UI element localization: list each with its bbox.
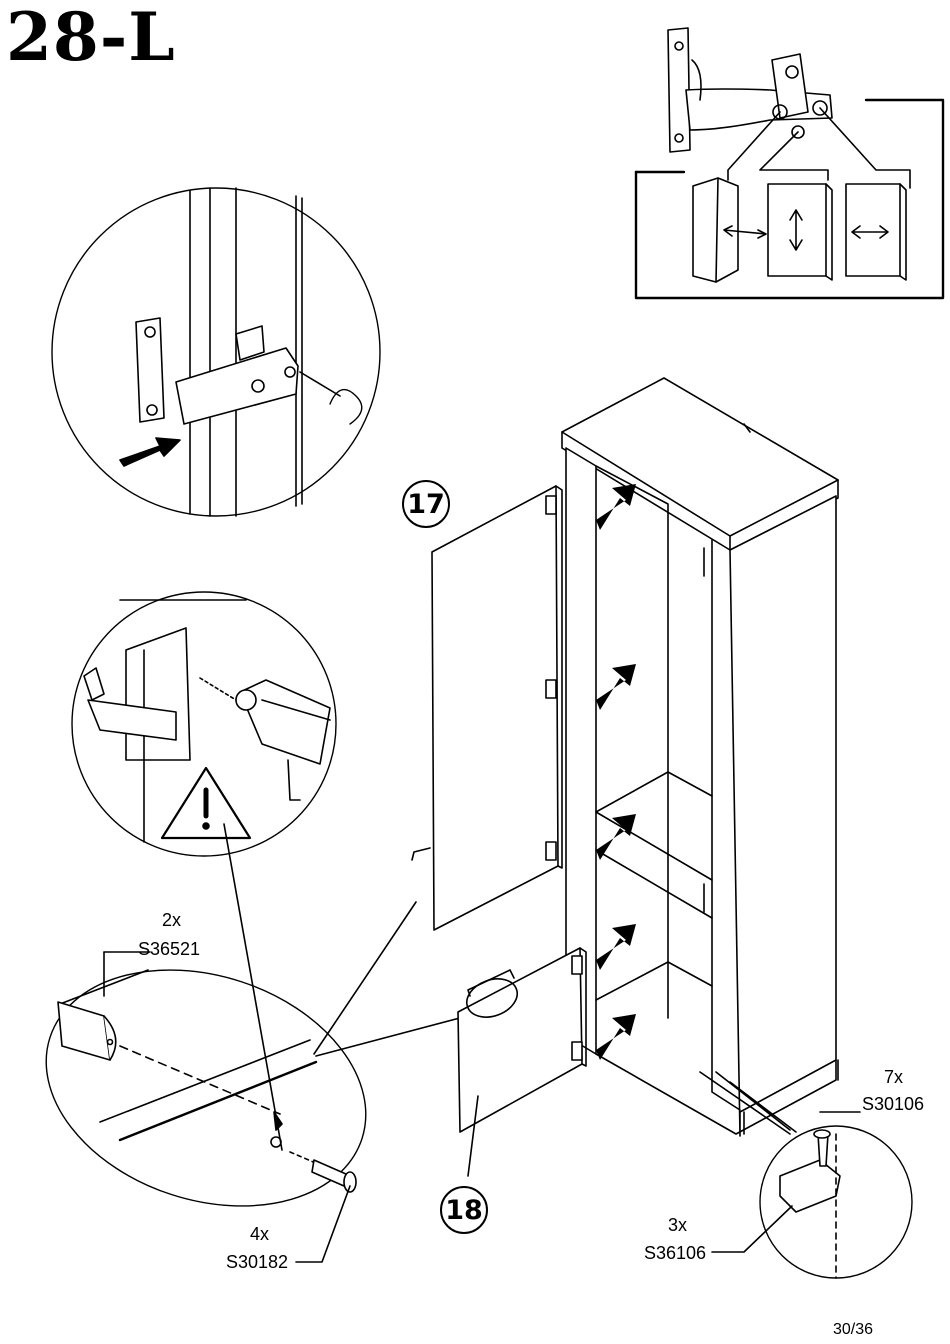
push-arrow-icon (120, 438, 180, 466)
hardware-code-s36106: S36106 (644, 1244, 706, 1262)
part-number-badge-18: 18 (440, 1186, 488, 1234)
hardware-qty-s30182: 4x (250, 1225, 269, 1243)
door-17 (412, 486, 562, 930)
hardware-code-s36521: S36521 (138, 940, 200, 958)
warning-triangle-icon (162, 768, 250, 838)
page-number: 30/36 (833, 1321, 873, 1339)
door-18 (458, 948, 586, 1176)
handle-fixing-detail (15, 824, 490, 1262)
drill-icon (200, 678, 330, 800)
hinge-mount-detail (52, 188, 380, 516)
hardware-qty-s36521: 2x (162, 911, 181, 929)
cabinet (562, 378, 838, 1136)
part-number-badge-17: 17 (402, 480, 450, 528)
drilling-detail (72, 592, 336, 856)
hardware-qty-s36106: 3x (668, 1216, 687, 1234)
hinge-adjust-detail (636, 28, 943, 298)
hardware-code-s30182: S30182 (226, 1253, 288, 1271)
clamp-handle-icon (84, 668, 104, 700)
hardware-code-s30106: S30106 (862, 1095, 924, 1113)
hardware-qty-s30106: 7x (884, 1068, 903, 1086)
hinge-plate-arrows (596, 484, 636, 1060)
